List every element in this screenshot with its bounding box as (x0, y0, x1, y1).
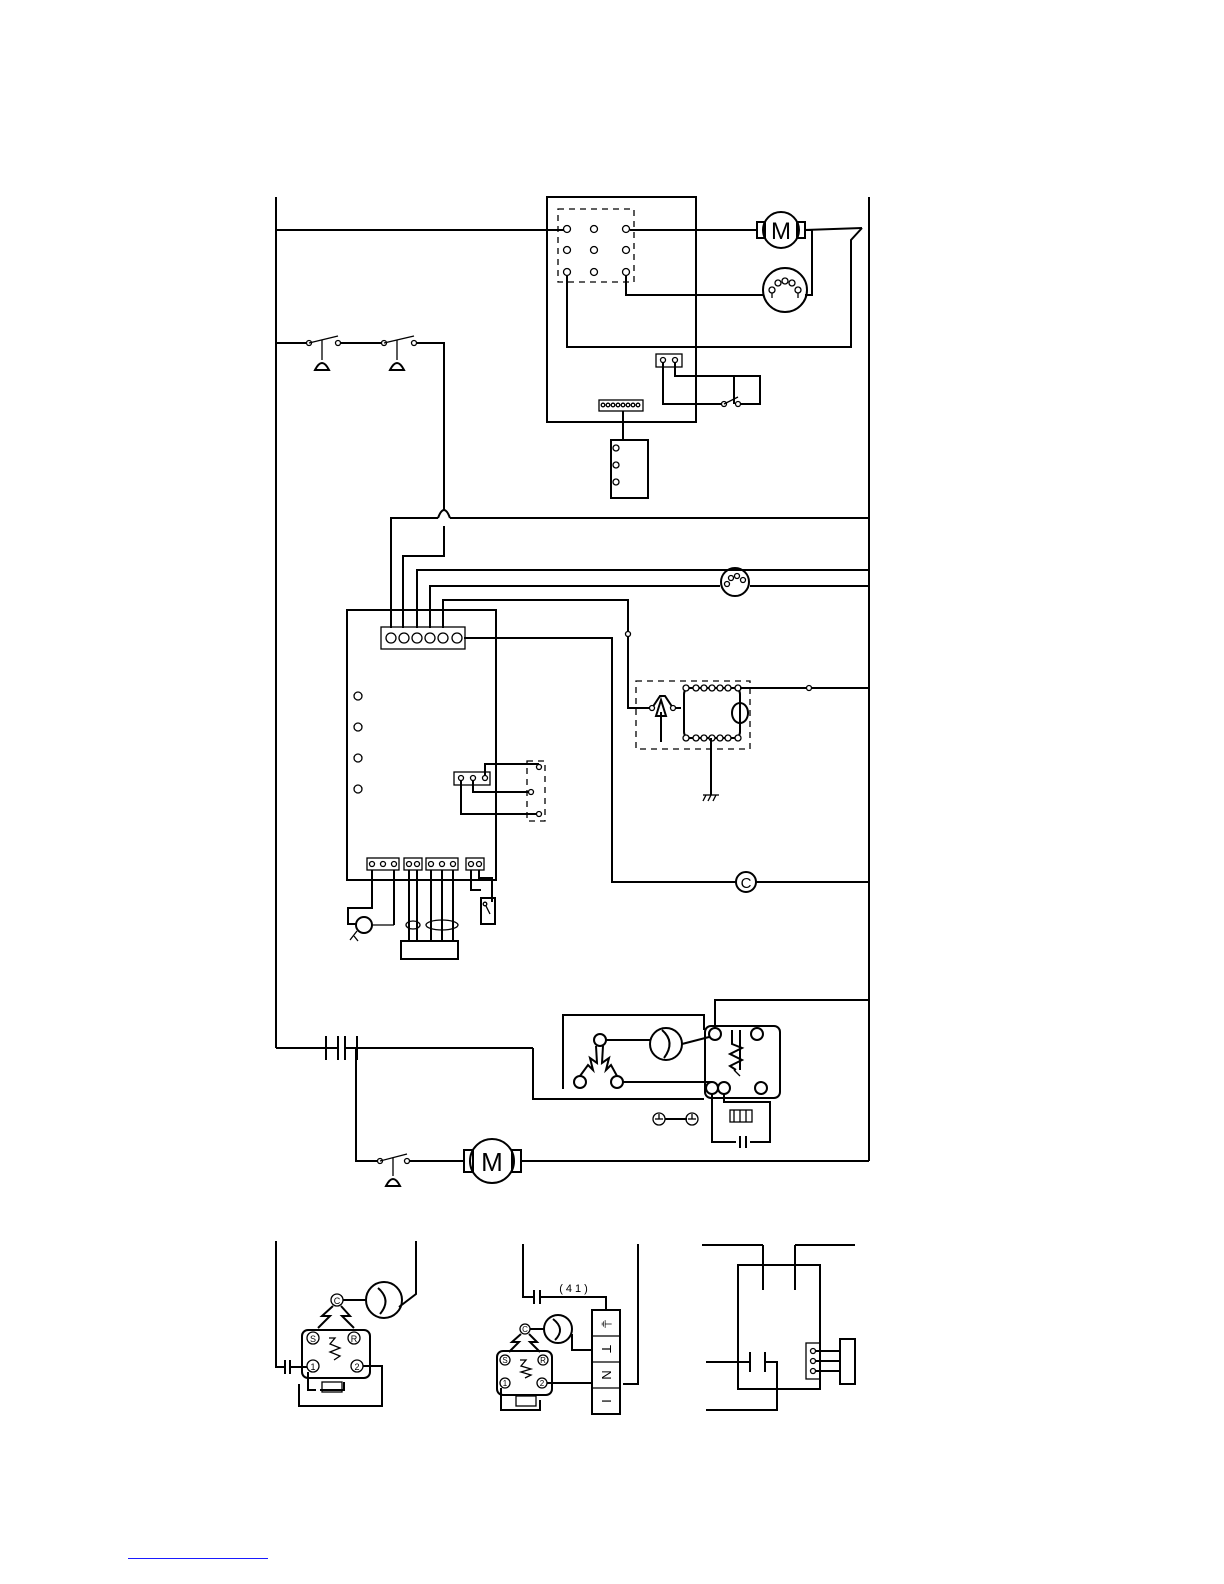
detail2-terminal2-label: 2 (540, 1379, 545, 1388)
detail-control-box (702, 1245, 855, 1410)
main-control-board (347, 518, 869, 959)
terminal-strip-T: T (599, 1345, 614, 1353)
lamp-middle (721, 568, 869, 596)
lamp-top (763, 268, 807, 312)
detail2-start-label: S (502, 1356, 507, 1365)
compressor-label: C (741, 875, 752, 892)
fan-motor-top: M (757, 212, 862, 295)
terminal-strip-N: N (599, 1370, 614, 1379)
alt-wiring-label: (41) (559, 1283, 591, 1295)
terminal-strip-ground: ⏚ (599, 1318, 613, 1330)
connector-pins (601, 403, 640, 407)
run-capacitor-main (326, 1036, 377, 1161)
motor-top-label: M (771, 218, 791, 245)
detail-compressor-wiring-1: C S R 1 2 (276, 1241, 416, 1406)
detail1-terminal1-label: 1 (310, 1362, 315, 1372)
main-bus (276, 197, 869, 1161)
door-switches-top (276, 336, 450, 628)
compressor: C (736, 872, 869, 892)
detail2-terminal1-label: 1 (503, 1379, 508, 1388)
detail-compressor-wiring-2: (41) C S R 1 2 ⏚ T N I (497, 1244, 638, 1414)
fan-motor-bottom: M (378, 1139, 870, 1186)
terminal-strip-I: I (599, 1399, 614, 1403)
detail1-run-label: R (351, 1334, 358, 1344)
detail1-start-label: S (310, 1334, 316, 1344)
footer-rule (128, 1558, 268, 1559)
detail2-run-label: R (540, 1356, 546, 1365)
detail1-terminal2-label: 2 (354, 1362, 359, 1372)
detail2-common-label: C (522, 1325, 528, 1334)
motor-bottom-label: M (481, 1147, 503, 1177)
compressor-circuit (533, 1000, 869, 1148)
detail1-common-label: C (334, 1296, 341, 1306)
defrost-heater-assembly (636, 681, 869, 801)
